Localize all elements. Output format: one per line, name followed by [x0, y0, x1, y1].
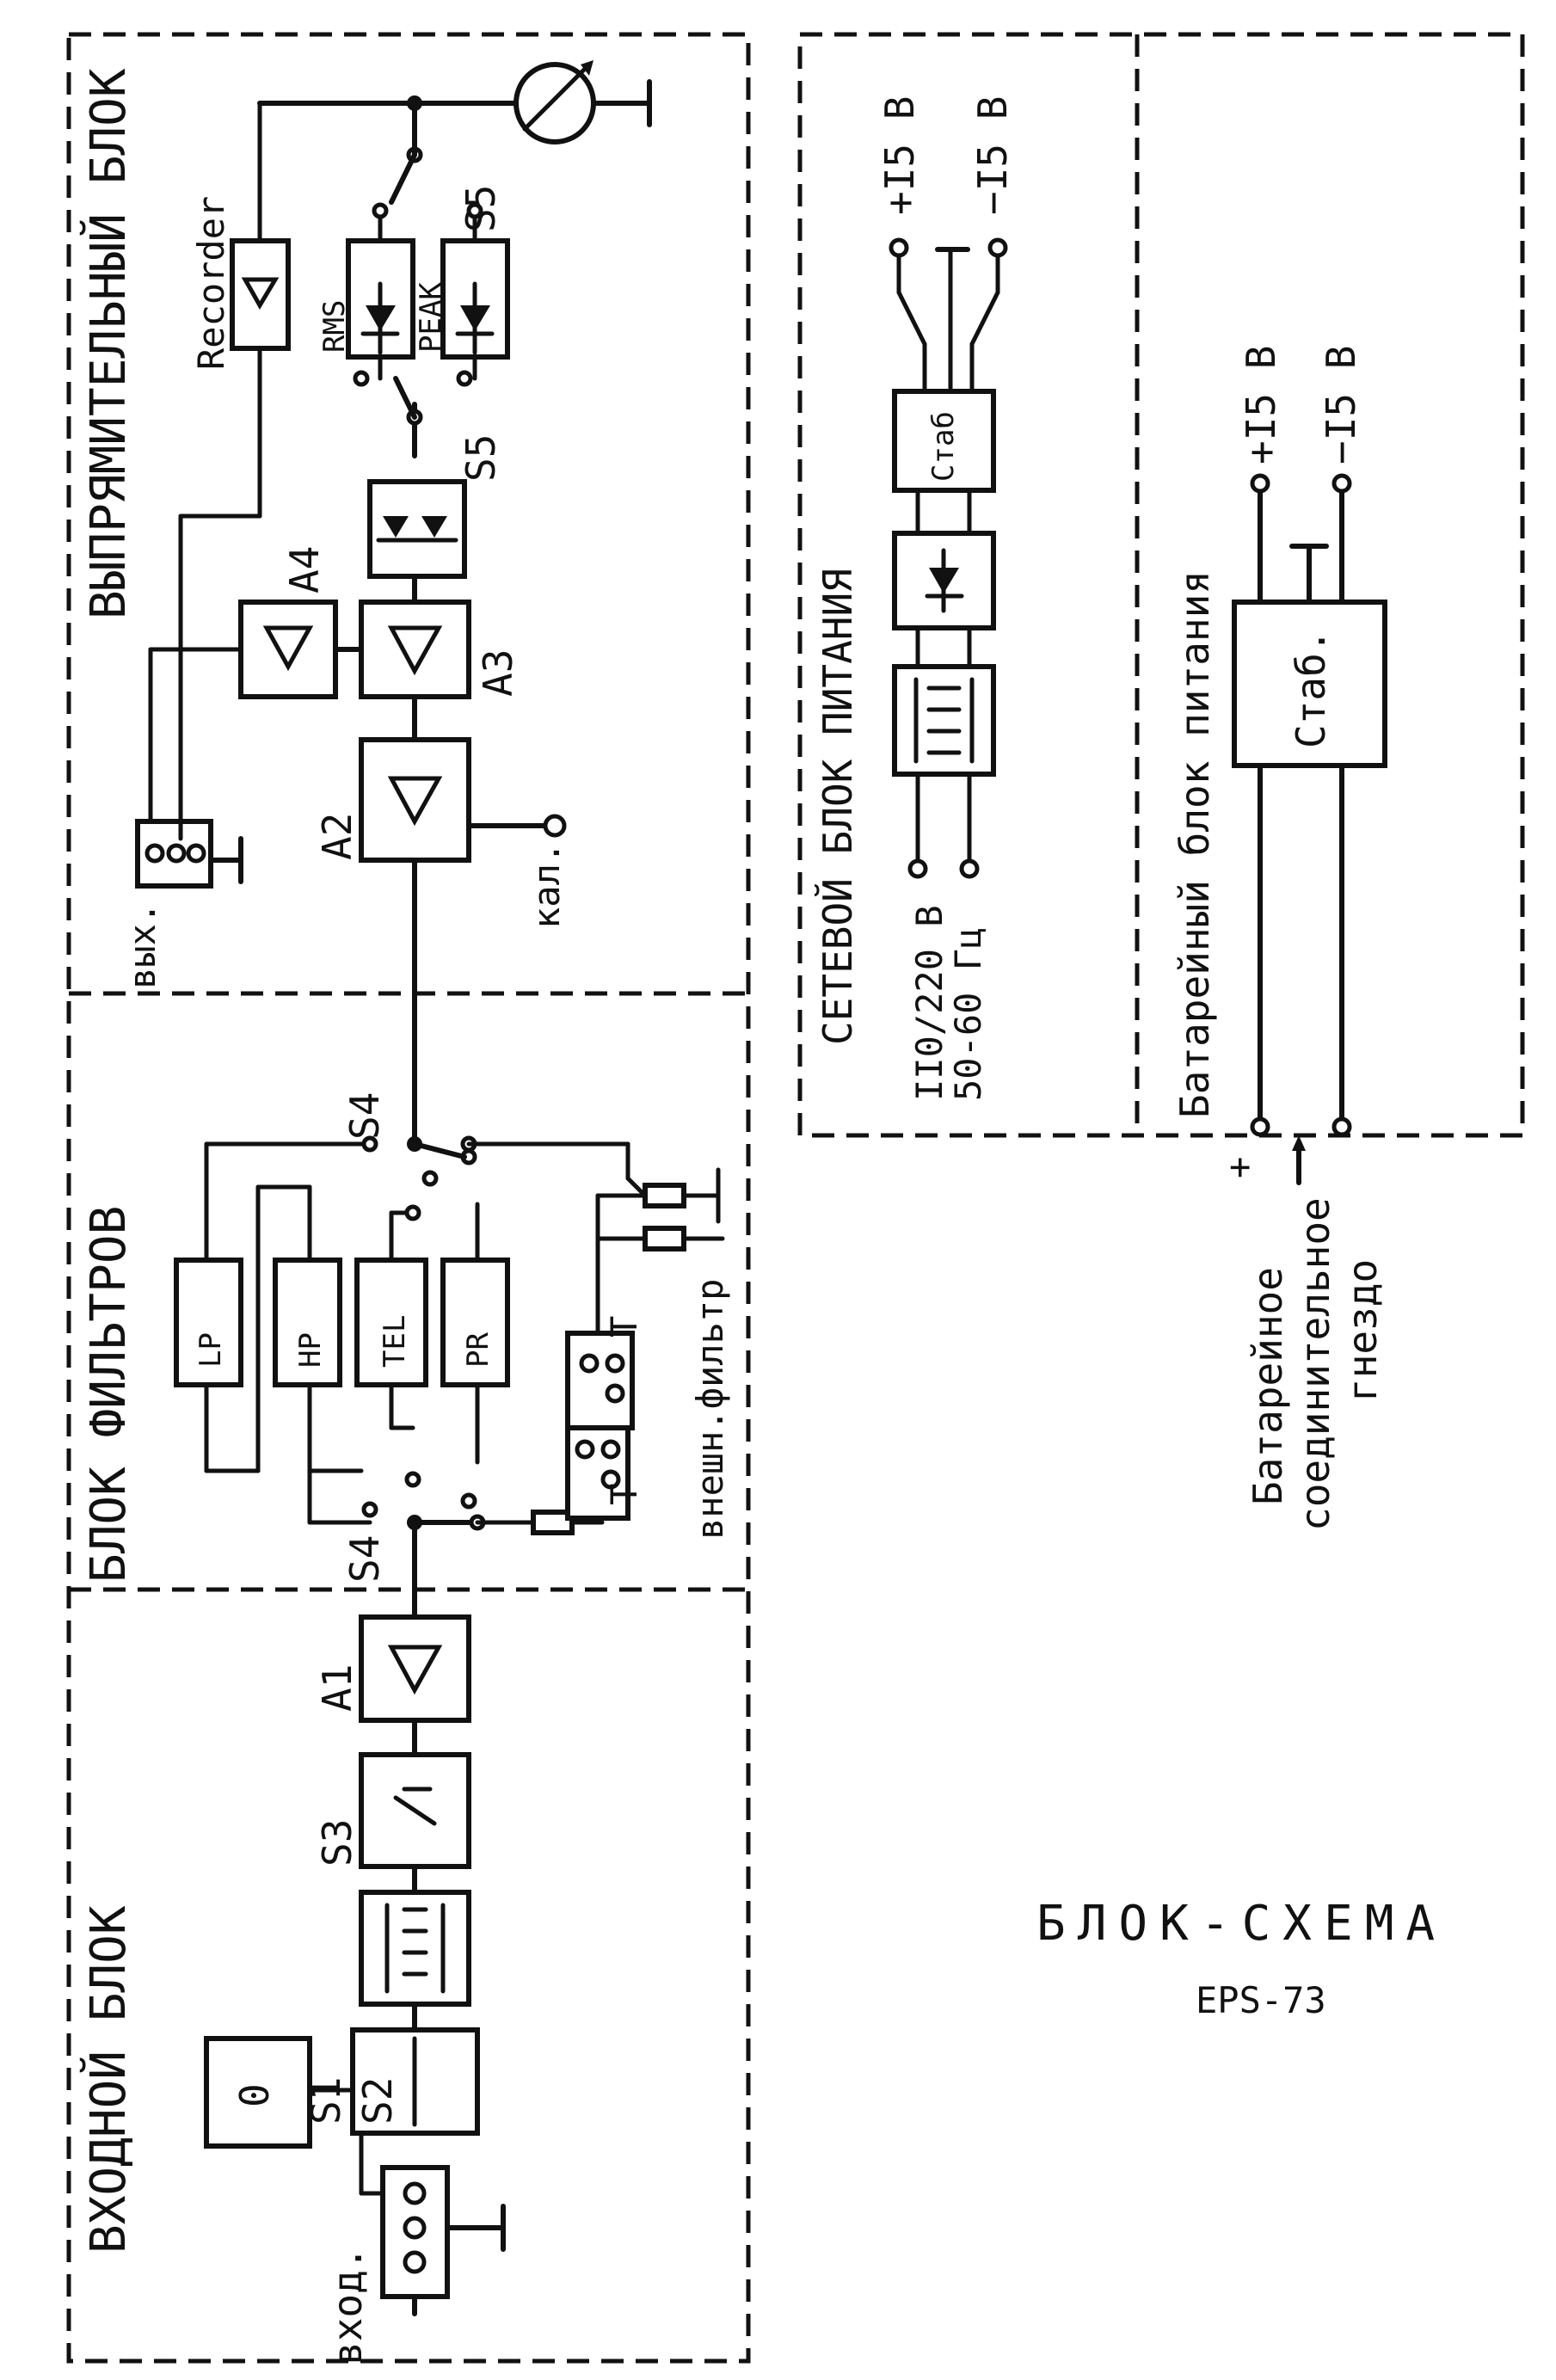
recorder-amplifier [230, 238, 291, 351]
input-section-title: ВХОДНОЙ БЛОК [80, 1905, 137, 2254]
battery-minus15-label: −I5 В [1318, 346, 1364, 464]
mains-minus15-label: −I5 В [969, 96, 1016, 215]
battery-psu-title: Батарейный блок питания [1172, 570, 1218, 1118]
battery-socket-line-2: соединительное [1292, 1197, 1338, 1531]
a2-label: A2 [314, 813, 360, 860]
rms-label: RMS [317, 300, 352, 353]
battery-plus15-label: +I5 В [1238, 346, 1284, 464]
mains-stab-label: Стаб [926, 411, 961, 482]
mains-plus15-label: +I5 В [876, 96, 923, 215]
output-jack-label: вых. [121, 902, 163, 989]
input-jack-label: вход. [324, 2247, 371, 2365]
lp-filter [174, 1258, 243, 1387]
ext-filter-jack-upper[interactable] [565, 1331, 635, 1430]
battery-socket-line-1: Батарейное [1245, 1267, 1291, 1505]
t-upper-label: T [603, 1316, 645, 1338]
psu-panel-border [797, 32, 1525, 1138]
mains-stabilizer [892, 389, 996, 493]
a4-amplifier [238, 600, 338, 699]
a4-label: A4 [281, 546, 328, 593]
calibration-label: кал. [526, 842, 568, 929]
mains-terminal-2[interactable] [959, 858, 980, 879]
rectifier-section-title: ВЫПРЯМИТЕЛЬНЫЙ БЛОК [80, 68, 137, 619]
battery-socket-minus[interactable] [1332, 1116, 1352, 1137]
a2-amplifier [359, 737, 471, 863]
s5-upper-label: S5 [458, 185, 504, 232]
battery-stabilizer [1232, 600, 1387, 768]
mains-plus15-terminal[interactable] [889, 237, 909, 258]
meter [514, 62, 596, 145]
filter-section [174, 1135, 725, 1535]
ext-filter-label: внешн.фильтр [689, 1279, 731, 1540]
section-borders [66, 32, 1525, 2364]
battery-minus15-terminal[interactable] [1332, 473, 1352, 494]
t-lower-label: T [603, 1484, 645, 1505]
model-label: EPS-73 [1196, 1979, 1326, 2021]
rotated-labels: ВХОДНОЙ БЛОК БЛОК ФИЛЬТРОВ ВЫПРЯМИТЕЛЬНЫ… [80, 68, 1386, 2365]
diagram-title: БЛОК-СХЕМА [1036, 1896, 1447, 1952]
a3-label: A3 [475, 649, 521, 697]
battery-stab-label: Стаб. [1288, 630, 1334, 748]
a1-amplifier [359, 1614, 471, 1723]
s3-label: S3 [314, 1819, 360, 1866]
range-zero-label: 0 [231, 2083, 278, 2107]
mains-minus15-terminal[interactable] [987, 237, 1008, 258]
mains-freq-label: 50-60 Гц [947, 927, 989, 1101]
s5-lower-label: S5 [458, 434, 504, 482]
mains-transformer [892, 664, 996, 777]
s2-label: S2 [354, 2077, 401, 2125]
mains-terminal-1[interactable] [907, 858, 928, 879]
mains-voltage-label: II0/220 В [908, 905, 950, 1101]
rectifier-section [135, 60, 652, 889]
recorder-label: Recorder [190, 196, 232, 370]
rectifier-bridge [367, 479, 467, 579]
a1-label: A1 [314, 1664, 360, 1712]
ext-filter-jack-lower[interactable] [565, 1421, 630, 1521]
battery-socket-plus[interactable] [1250, 1116, 1270, 1137]
lp-label: LP [194, 1332, 228, 1368]
hp-label: HP [293, 1332, 328, 1368]
battery-plus15-terminal[interactable] [1250, 473, 1270, 494]
mains-psu [889, 237, 1008, 879]
filters-section-title: БЛОК ФИЛЬТРОВ [81, 1206, 137, 1583]
battery-psu [1232, 473, 1387, 1185]
left-panel-border [66, 32, 751, 2364]
s1-label: S1 [303, 2077, 349, 2125]
input-section [204, 1614, 506, 2299]
tel-label: TEL [378, 1315, 412, 1368]
battery-socket-line-3: гнездо [1339, 1259, 1386, 1402]
a3-amplifier [359, 600, 471, 699]
mains-psu-title: СЕТЕВОЙ БЛОК ПИТАНИЯ [815, 569, 861, 1045]
plus-sign-label: + [1218, 1157, 1260, 1178]
peak-label: PEAK [414, 282, 448, 353]
s4-in-label: S4 [341, 1535, 388, 1583]
s4-out-label: S4 [341, 1092, 388, 1140]
pr-label: PR [461, 1332, 495, 1368]
calibration-terminal[interactable] [543, 814, 567, 838]
